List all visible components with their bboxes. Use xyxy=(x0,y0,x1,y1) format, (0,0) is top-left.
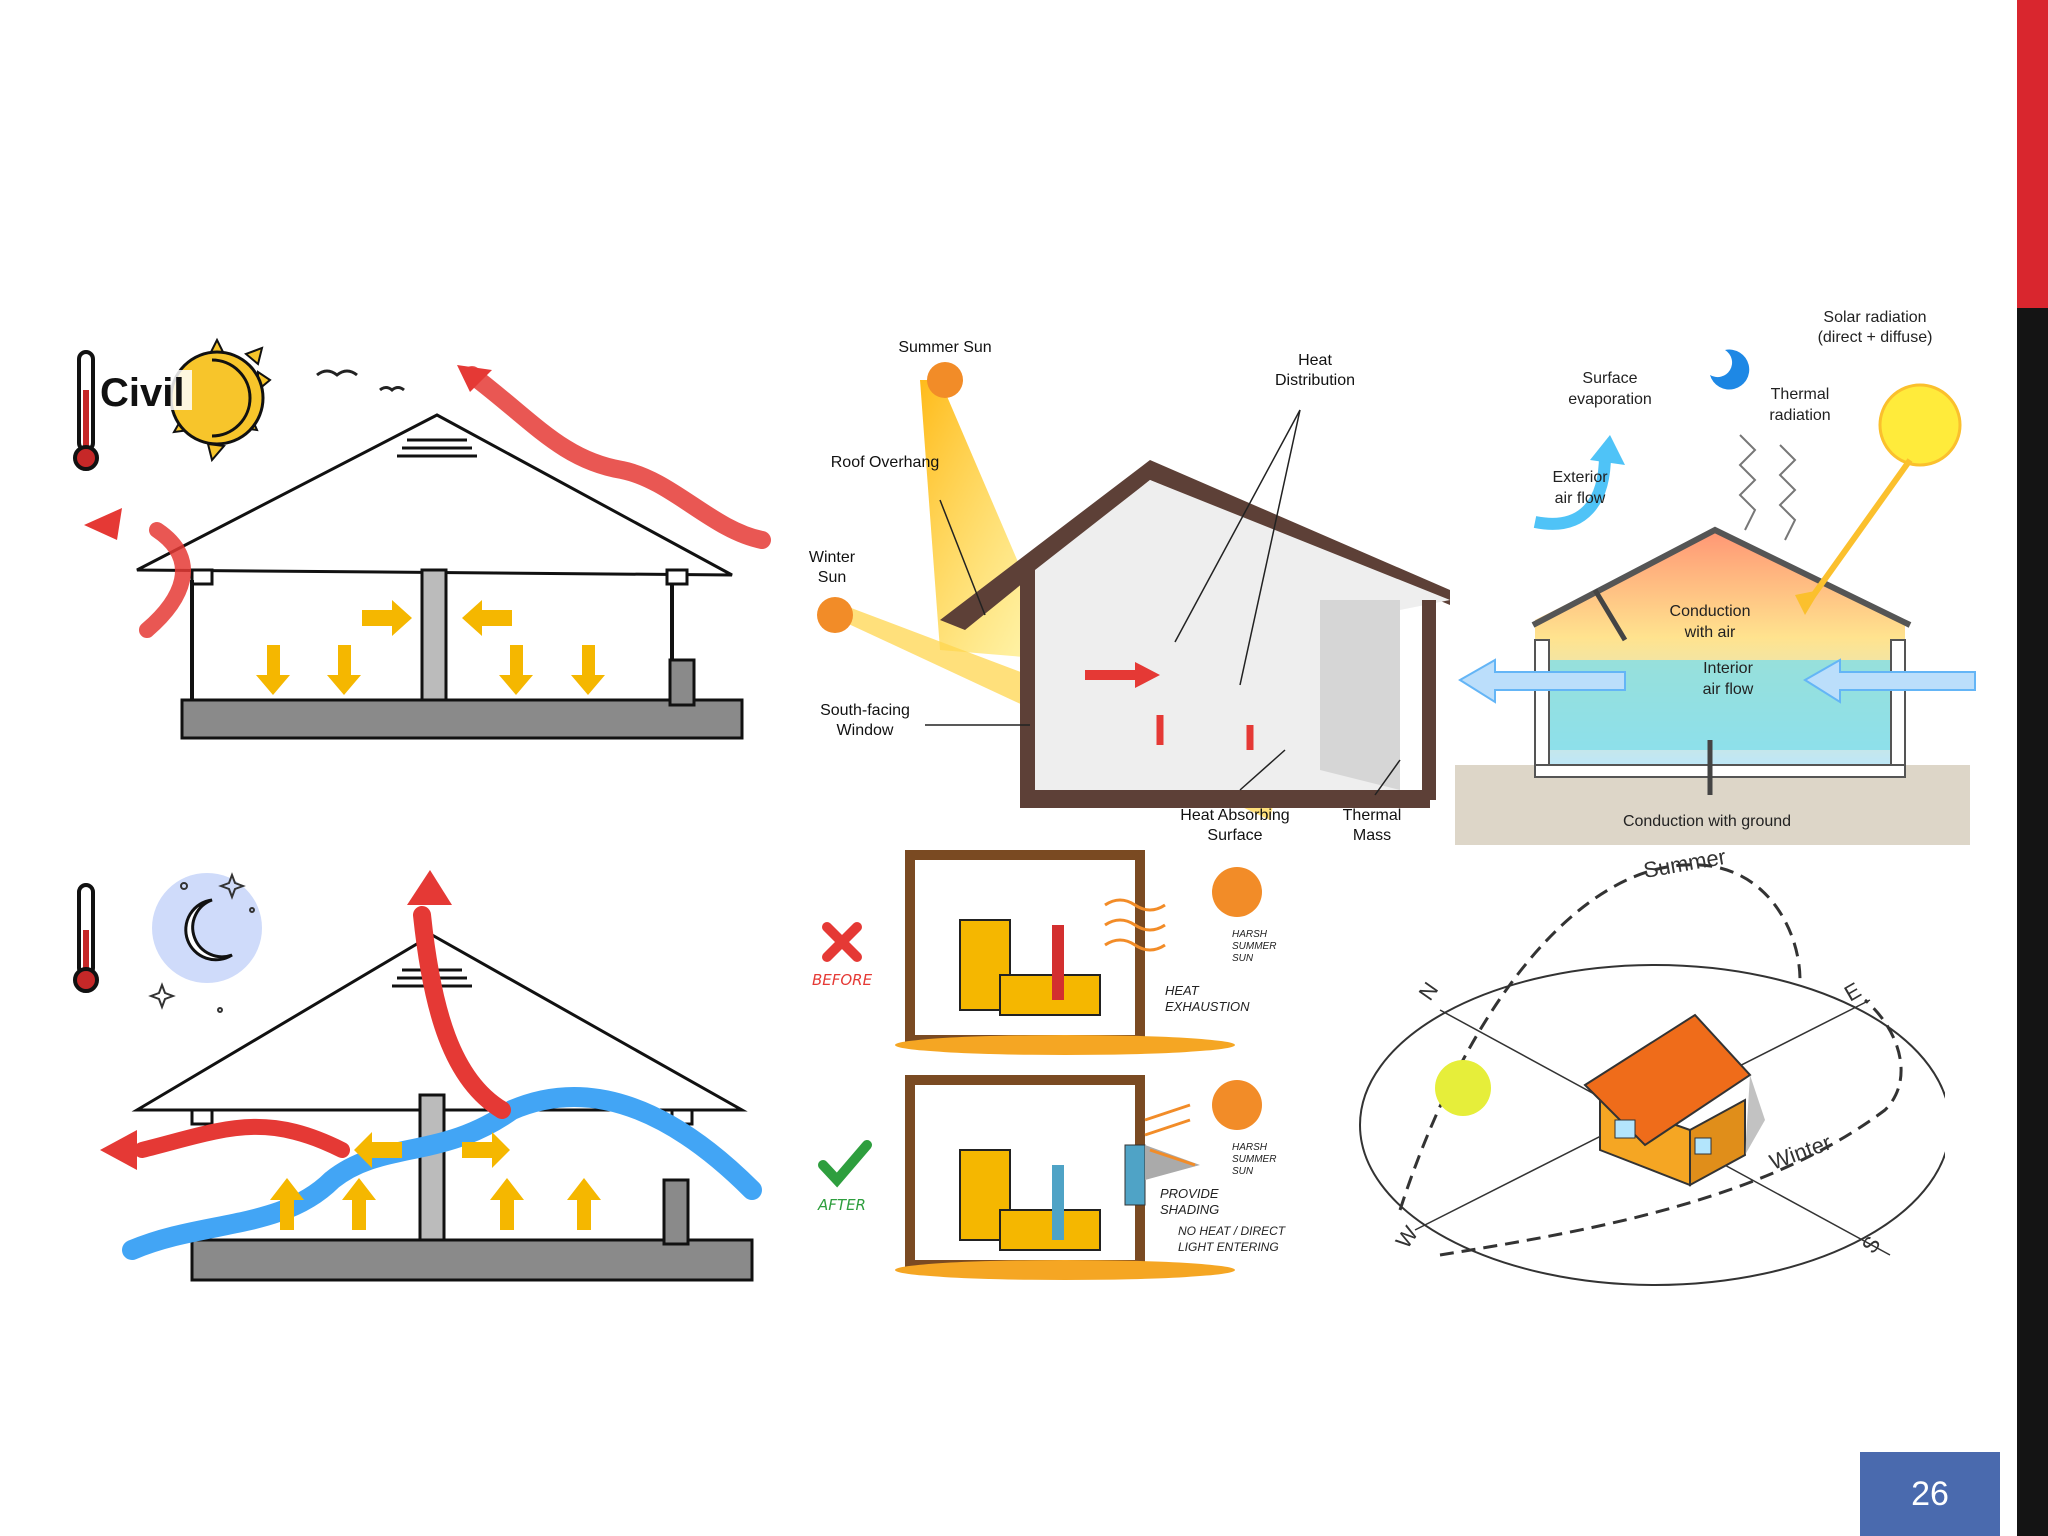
horizon-ellipse xyxy=(1359,964,1945,1286)
heat-surface-label-1: Heat Absorbing xyxy=(1180,807,1289,824)
warm-air-arrow xyxy=(413,906,511,1119)
harsh-sun-2-line2: SUMMER xyxy=(1232,1154,1276,1165)
harsh-sun-2-line3: SUN xyxy=(1232,1166,1254,1177)
house-section xyxy=(136,413,744,740)
heat-down-arrows xyxy=(256,600,605,695)
thermal-radiation-label-1: Thermal xyxy=(1771,386,1830,403)
moon-icon xyxy=(1710,349,1750,390)
page-number: 26 xyxy=(1860,1452,2000,1536)
no-heat-line1: NO HEAT / DIRECT xyxy=(1178,1224,1287,1238)
sun-icon xyxy=(169,337,272,463)
thermal-radiation-label-2: radiation xyxy=(1769,407,1830,424)
room-after xyxy=(895,1075,1262,1280)
outflow-arrow xyxy=(139,522,191,638)
solar-radiation-label-1: Solar radiation xyxy=(1823,309,1926,326)
room-before xyxy=(895,850,1262,1055)
heat-exhaustion-line2: EXHAUSTION xyxy=(1165,999,1250,1014)
surface-evaporation-label-1: Surface xyxy=(1582,370,1637,387)
heat-surface-label-2: Surface xyxy=(1207,827,1262,844)
exterior-air-flow-arrow xyxy=(1533,454,1611,530)
harsh-sun-1-line3: SUN xyxy=(1232,953,1254,964)
thermometer-icon xyxy=(73,883,99,993)
north-label: N xyxy=(1414,978,1444,1005)
solar-ray xyxy=(1807,458,1913,602)
before-label: BEFORE xyxy=(812,971,873,989)
after-check-icon xyxy=(818,1140,872,1188)
solar-radiation-sun-icon xyxy=(1878,383,1962,467)
civil-logo: Civil xyxy=(96,370,192,415)
cool-air-arrow xyxy=(122,1087,762,1260)
star-icon xyxy=(148,872,255,1013)
house-section xyxy=(1531,526,1912,778)
harsh-sun-1-line1: HARSH xyxy=(1232,929,1268,940)
winter-sun-label-1: Winter xyxy=(809,549,856,566)
sun-icon xyxy=(1435,1060,1491,1116)
thermometer-icon xyxy=(73,350,99,471)
south-label: S xyxy=(1857,1231,1886,1257)
thermal-mass-label-1: Thermal xyxy=(1343,807,1402,824)
house-icon xyxy=(1583,1013,1765,1187)
birds-icon xyxy=(316,369,405,392)
hot-air-arrow xyxy=(463,366,771,549)
conduction-air-label-2: with air xyxy=(1684,624,1736,641)
exterior-air-in-arrow xyxy=(1803,658,1976,704)
passive-solar-diagram: Summer Sun Roof Overhang Winter Sun Heat… xyxy=(800,330,1460,850)
south-window-label-2: Window xyxy=(837,722,894,739)
house-section xyxy=(940,460,1450,808)
summer-sun-label: Summer Sun xyxy=(898,339,991,356)
day-ventilation-diagram: Civil xyxy=(62,330,792,760)
exterior-air-out-arrow xyxy=(1458,658,1626,704)
winter-sun-label-2: Sun xyxy=(818,569,846,586)
heat-transfer-diagram: Solar radiation (direct + diffuse) Surfa… xyxy=(1455,300,1985,845)
moon-icon xyxy=(152,873,262,983)
interior-air-label-2: air flow xyxy=(1703,681,1754,698)
winter-arc xyxy=(1439,998,1903,1257)
south-window-label-1: South-facing xyxy=(820,702,910,719)
surface-evaporation-label-2: evaporation xyxy=(1568,391,1652,408)
roof-conduction-arrow xyxy=(1592,588,1628,642)
roof-overhang-label: Roof Overhang xyxy=(831,454,940,471)
harsh-sun-1-line2: SUMMER xyxy=(1232,941,1276,952)
conduction-ground-label: Conduction with ground xyxy=(1623,813,1791,830)
heat-distribution-label-2: Distribution xyxy=(1275,372,1355,389)
heat-distribution-label-1: Heat xyxy=(1298,352,1332,369)
accent-bar-black xyxy=(2017,308,2048,1536)
shading-diagram: BEFORE HARSH SUMMER SUN HEAT EXHAUSTION … xyxy=(805,845,1305,1300)
exterior-air-label-2: air flow xyxy=(1555,490,1606,507)
thermal-radiation-wave xyxy=(1738,434,1757,531)
heat-up-arrows xyxy=(270,1132,601,1230)
west-label: W xyxy=(1391,1221,1424,1253)
summer-sun-icon xyxy=(927,362,963,398)
solar-radiation-label-2: (direct + diffuse) xyxy=(1818,329,1933,346)
civil-logo-text: Civil xyxy=(100,371,184,415)
winter-label: Winter xyxy=(1766,1129,1834,1174)
winter-sun-icon xyxy=(817,597,853,633)
summer-label: Summer xyxy=(1642,844,1728,883)
thermal-mass-label-2: Mass xyxy=(1353,827,1391,844)
before-x-icon xyxy=(822,922,862,962)
sun-path-diagram: Summer Winter N E S W xyxy=(1345,840,1945,1300)
heat-exhaustion-line1: HEAT xyxy=(1165,983,1200,998)
outflow-arrow xyxy=(134,1118,350,1158)
interior-air-label-1: Interior xyxy=(1703,660,1753,677)
no-heat-line2: LIGHT ENTERING xyxy=(1178,1240,1279,1254)
exterior-air-label-1: Exterior xyxy=(1552,469,1608,486)
harsh-sun-2-line1: HARSH xyxy=(1232,1142,1268,1153)
conduction-air-label-1: Conduction xyxy=(1670,603,1751,620)
provide-shading-line2: SHADING xyxy=(1160,1202,1219,1217)
after-label: AFTER xyxy=(817,1196,866,1214)
night-ventilation-diagram xyxy=(62,860,792,1300)
provide-shading-line1: PROVIDE xyxy=(1160,1186,1219,1201)
accent-bar-red xyxy=(2017,0,2048,308)
